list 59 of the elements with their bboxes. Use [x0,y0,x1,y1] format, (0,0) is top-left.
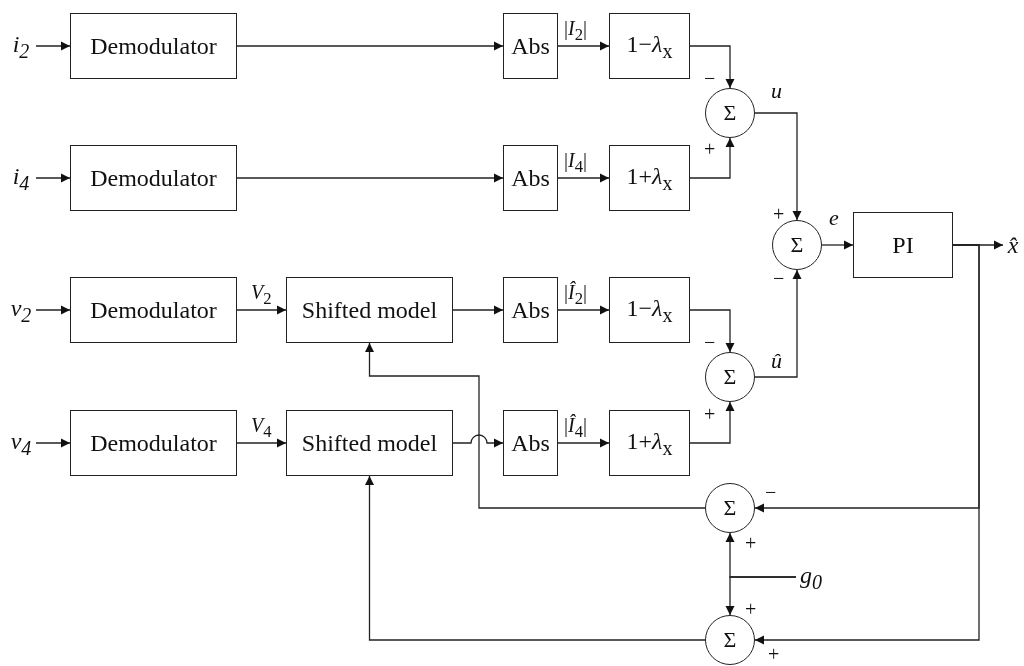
arrow [557,438,610,448]
block-box: Shifted model [286,410,453,476]
block-box: 1−λ$_{x}$ [609,13,690,79]
arrow [689,401,735,444]
arrow [35,173,71,183]
arrow [725,576,797,616]
block-box: PI [853,212,953,278]
arrow [557,305,610,315]
signal-label: x̂ [1003,230,1023,260]
arrow [35,305,71,315]
summing-junction: Σ [772,220,822,270]
signal-label: v$_{2}$ [6,296,36,324]
arrow [35,438,71,448]
block-box: Abs [503,277,558,343]
block-box: 1+λ$_{x}$ [609,410,690,476]
sign-label: − [704,332,716,352]
sign-label: + [745,533,757,553]
summing-junction: Σ [705,352,755,402]
summing-junction: Σ [705,483,755,533]
block-box: Demodulator [70,410,237,476]
arrow [754,244,980,645]
arrow [557,173,610,183]
sign-label: − [704,68,716,88]
block-box: Abs [503,13,558,79]
signal-label: v$_{4}$ [6,429,36,457]
arrow [364,475,706,641]
block-box: Abs [503,410,558,476]
summing-junction: Σ [705,615,755,665]
sign-label: − [773,268,785,288]
block-box: Demodulator [70,145,237,211]
block-box: Demodulator [70,277,237,343]
block-box: Demodulator [70,13,237,79]
arrow [236,173,504,183]
arrow [236,438,287,448]
arrow [557,41,610,51]
sign-label: − [765,482,777,502]
signal-label: i$_{2}$ [6,32,36,60]
arrow [689,45,735,89]
block-box: 1−λ$_{x}$ [609,277,690,343]
sign-label: + [704,139,716,159]
summing-junction: Σ [705,88,755,138]
arrow [236,41,504,51]
arrow [754,112,802,221]
arrow [689,137,735,179]
arrow [821,240,854,250]
block-box: 1+λ$_{x}$ [609,145,690,211]
arrow [364,342,706,509]
signal-label: g$_{0}$ [796,563,826,591]
block-box: Abs [503,145,558,211]
arrow [236,305,287,315]
arrow [452,305,504,315]
arrow [754,269,802,378]
arrow [35,41,71,51]
arrow [452,434,504,448]
block-box: Shifted model [286,277,453,343]
sign-label: + [704,404,716,424]
signal-label: i$_{4}$ [6,164,36,192]
sign-label: + [768,644,780,664]
arrow [689,309,735,353]
